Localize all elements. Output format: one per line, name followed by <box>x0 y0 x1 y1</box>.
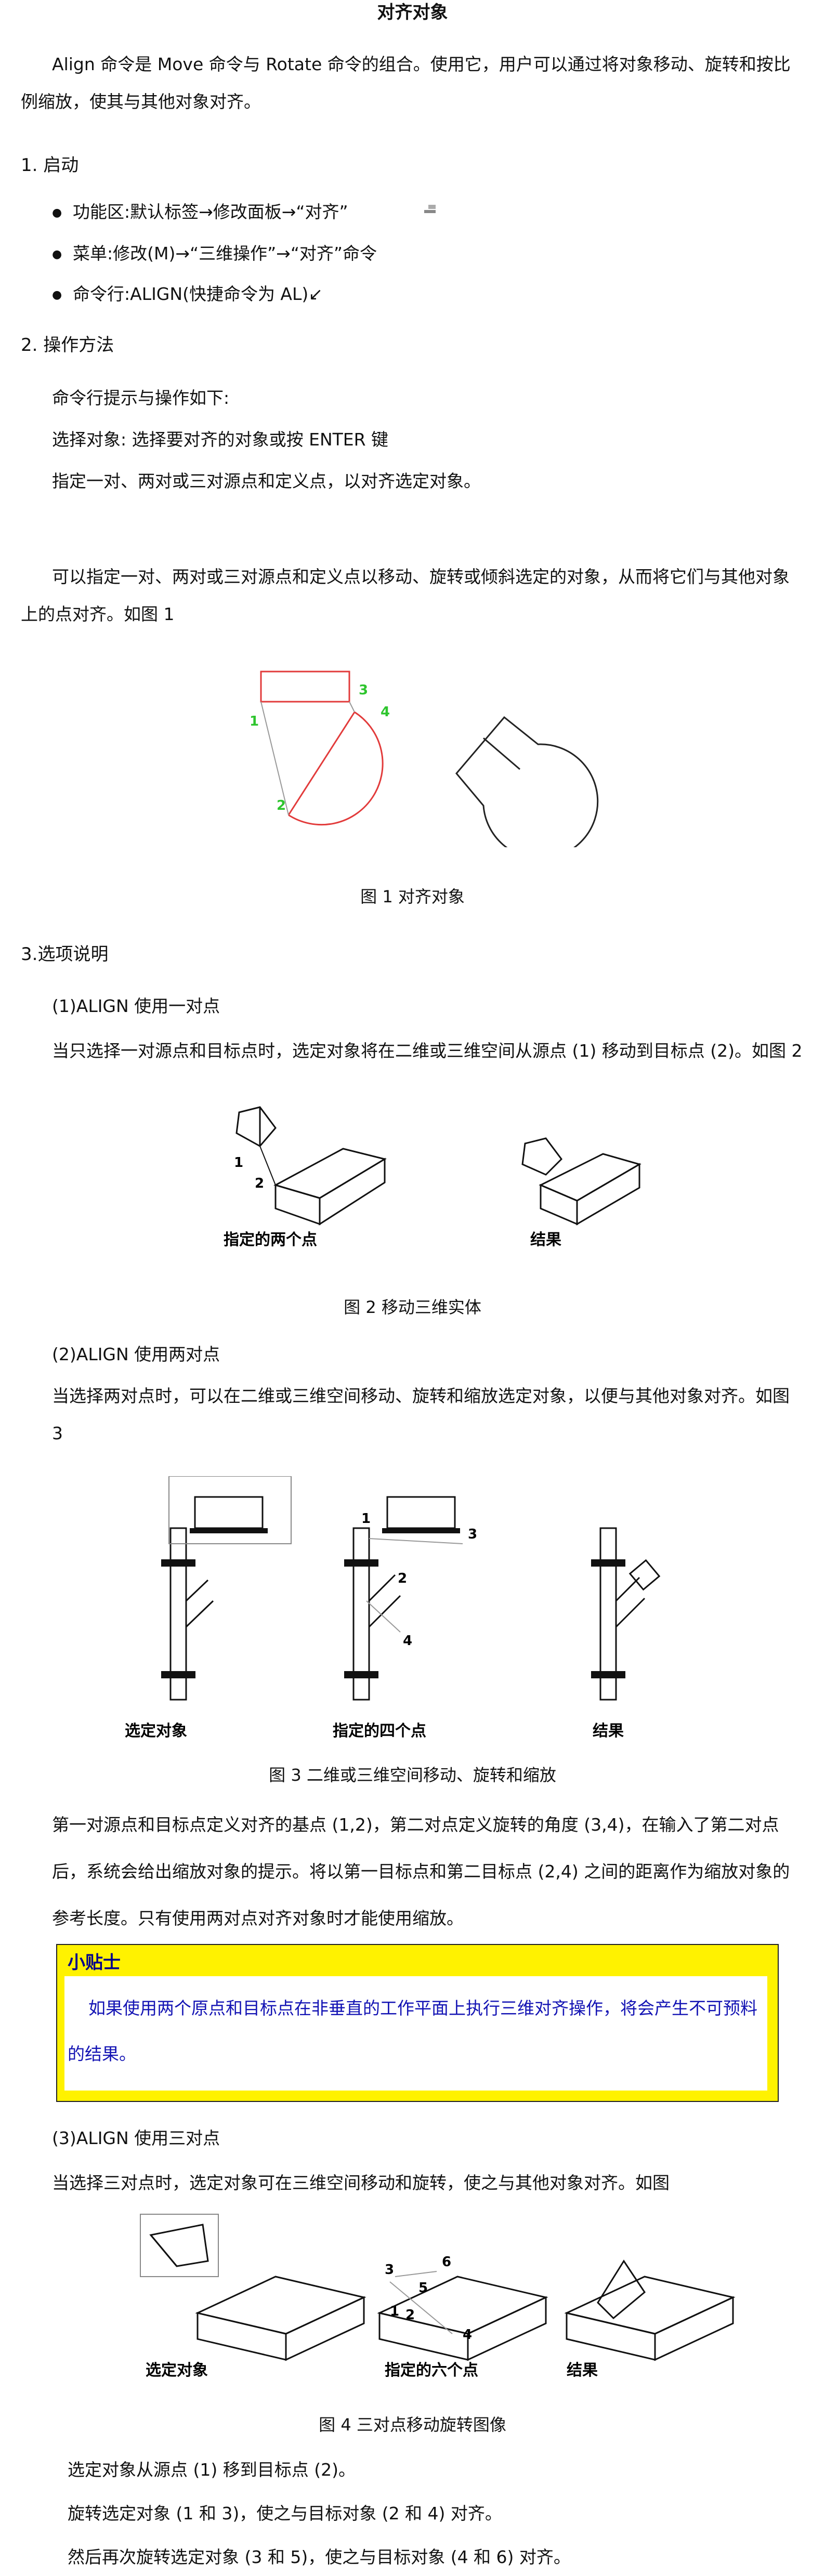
command-line: 指定一对、两对或三对源点和定义点，以对齐选定对象。 <box>52 471 481 491</box>
fig4-label: 结果 <box>567 2361 598 2380</box>
figure-2-caption: 图 2 移动三维实体 <box>344 1297 481 1317</box>
tip-box <box>56 1944 779 2102</box>
figure-1-caption: 图 1 对齐对象 <box>360 887 465 906</box>
option-title: (2)ALIGN 使用两对点 <box>52 1344 220 1364</box>
list-item: 功能区:默认标签→修改面板→“对齐” <box>52 193 780 232</box>
tip-text: 如果使用两个原点和目标点在非垂直的工作平面上执行三维对齐操作，将会产生不可预料的… <box>68 1998 757 2064</box>
fig1-point-label: 2 <box>277 798 286 813</box>
section2-paragraph: 可以指定一对、两对或三对源点和定义点以移动、旋转或倾斜选定的对象，从而将它们与其… <box>21 567 790 624</box>
step-line: 选定对象从源点 (1) 移到目标点 (2)。 <box>68 2460 356 2480</box>
section3-heading: 3.选项说明 <box>21 944 109 965</box>
step-line: 然后再次旋转选定对象 (3 和 5)，使之与目标对象 (4 和 6) 对齐。 <box>68 2547 571 2567</box>
fig4-point-label: 1 <box>390 2304 399 2319</box>
fig4-point-label: 6 <box>442 2254 451 2270</box>
fig4-point-label: 3 <box>385 2262 394 2278</box>
option-text: 当只选择一对源点和目标点时，选定对象将在二维或三维空间从源点 (1) 移动到目标… <box>52 1041 803 1061</box>
fig2-left-label: 指定的两个点 <box>224 1231 317 1249</box>
list-item: 菜单:修改(M)→“三维操作”→“对齐”命令 <box>52 235 780 273</box>
tip-title: 小贴士 <box>68 1952 121 1973</box>
figure-1: 1 2 3 4 <box>239 660 603 860</box>
page-title: 对齐对象 <box>377 2 448 23</box>
figure-3: 1 2 3 4 选定对象 指定的四个点 结果 <box>109 1476 733 1746</box>
fig1-point-label: 1 <box>250 714 259 729</box>
fig3-label: 指定的四个点 <box>333 1722 426 1740</box>
list-item: 命令行:ALIGN(快捷命令为 AL)↙ <box>52 275 780 314</box>
section2-heading: 2. 操作方法 <box>21 335 114 356</box>
option-title: (3)ALIGN 使用三对点 <box>52 2128 220 2148</box>
section1-heading: 1. 启动 <box>21 155 79 176</box>
fig1-point-label: 3 <box>359 682 368 698</box>
fig4-point-label: 4 <box>463 2327 472 2343</box>
fig4-point-label: 2 <box>405 2307 415 2323</box>
fig3-point-label: 4 <box>403 1633 412 1649</box>
fig3-label: 结果 <box>593 1722 624 1740</box>
figure-4: 1 2 3 4 5 6 选定对象 指定的六个点 结果 <box>120 2204 743 2381</box>
opt2-paragraph: 第一对源点和目标点定义对齐的基点 (1,2)，第二对点定义旋转的角度 (3,4)… <box>52 1815 790 1928</box>
option-title: (1)ALIGN 使用一对点 <box>52 996 220 1016</box>
fig2-right-label: 结果 <box>530 1231 561 1249</box>
fig1-point-label: 4 <box>381 704 390 720</box>
fig2-point-label: 2 <box>255 1176 264 1191</box>
source-shape <box>260 671 384 826</box>
figure-4-caption: 图 4 三对点移动旋转图像 <box>319 2415 506 2435</box>
option-text: 当选择两对点时，可以在二维或三维空间移动、旋转和缩放选定对象，以便与其他对象对齐… <box>52 1386 790 1443</box>
step-line: 旋转选定对象 (1 和 3)，使之与目标对象 (2 和 4) 对齐。 <box>68 2503 502 2524</box>
fig3-point-label: 2 <box>398 1571 407 1586</box>
result-shape <box>455 716 599 860</box>
fig4-label: 选定对象 <box>146 2361 208 2380</box>
figure-3-caption: 图 3 二维或三维空间移动、旋转和缩放 <box>269 1765 556 1785</box>
command-line: 选择对象: 选择要对齐的对象或按 ENTER 键 <box>52 429 389 450</box>
command-line: 命令行提示与操作如下: <box>52 388 230 408</box>
fig2-point-label: 1 <box>234 1155 243 1171</box>
option-text: 当选择三对点时，选定对象可在三维空间移动和旋转，使之与其他对象对齐。如图 <box>52 2173 670 2193</box>
intro-paragraph: Align 命令是 Move 命令与 Rotate 命令的组合。使用它，用户可以… <box>21 54 791 112</box>
fig4-label: 指定的六个点 <box>385 2361 478 2380</box>
figure-2: 1 2 指定的两个点 结果 <box>208 1097 676 1268</box>
fig3-point-label: 3 <box>468 1527 477 1542</box>
fig3-label: 选定对象 <box>125 1722 187 1740</box>
align-icon <box>423 204 437 214</box>
fig4-point-label: 5 <box>418 2280 428 2296</box>
fig3-point-label: 1 <box>361 1511 371 1527</box>
